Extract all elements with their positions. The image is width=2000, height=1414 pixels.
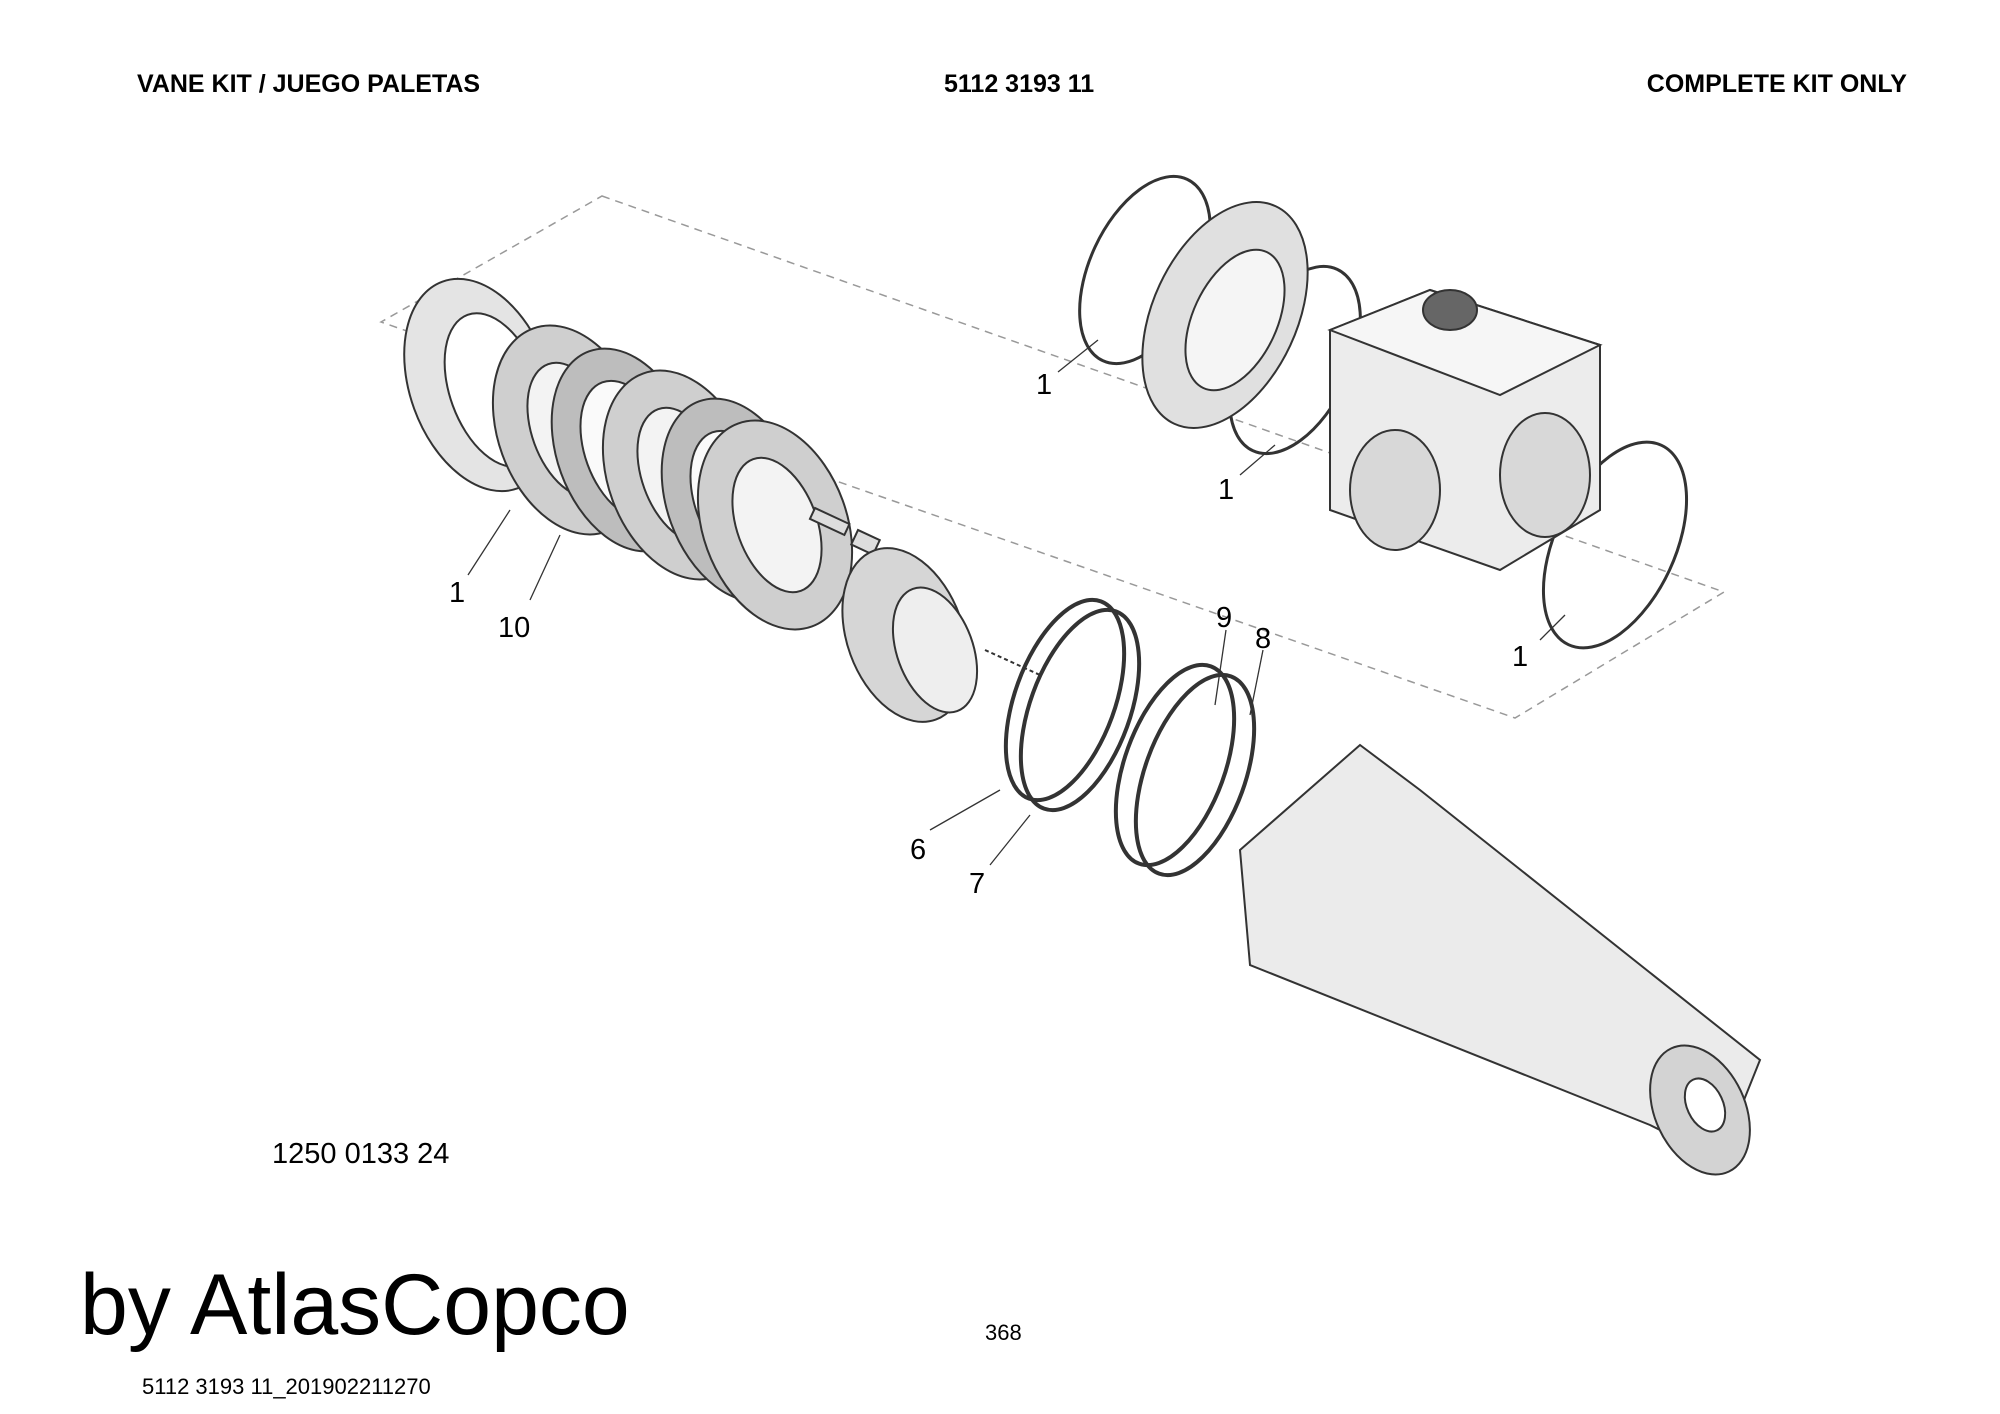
part-number: 5112 3193 11 [944,70,1095,98]
callout-1: 1 [1036,369,1052,401]
callout-6: 6 [910,834,926,866]
watermark: by AtlasCopco [80,1257,630,1353]
callout-8: 8 [1255,623,1271,655]
rings-6-7 [1003,597,1142,813]
callout-10: 10 [498,612,530,644]
callout-1: 1 [1512,641,1528,673]
callout-7: 7 [969,868,985,900]
vane-discs [491,324,854,631]
kit-note: COMPLETE KIT ONLY [1646,70,1907,98]
kit-title: VANE KIT / JUEGO PALETAS [137,70,481,98]
file-id: 5112 3193 11_201902211270 [142,1374,431,1399]
bearing-plate [1141,201,1309,429]
leader-lines [467,339,1566,866]
rings-8-9 [1113,662,1257,878]
pins [808,506,882,556]
page-number: 368 [985,1320,1022,1345]
callout-9: 9 [1216,602,1232,634]
drawing-reference-number: 1250 0133 24 [272,1138,450,1170]
rotor-hub [841,547,1041,723]
motor-housing [1238,743,1762,1176]
callout-1: 1 [449,577,465,609]
callout-1: 1 [1218,474,1234,506]
cylinder-housing [1327,288,1603,572]
